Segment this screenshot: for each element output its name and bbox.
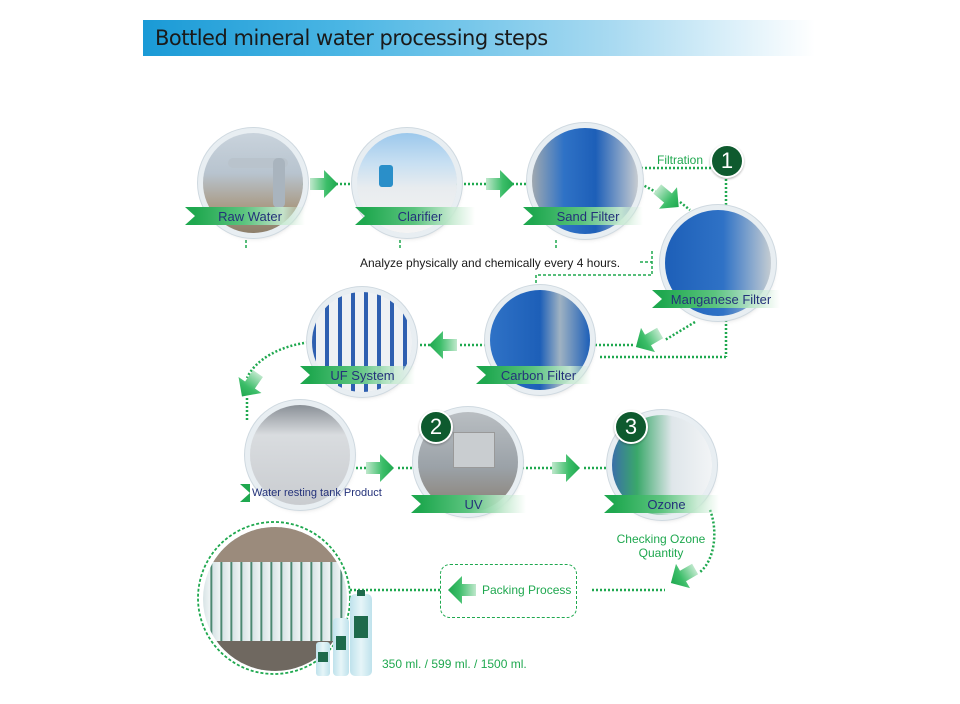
packing-process-box — [440, 564, 577, 618]
label-water-resting-tank: Water resting tank Product — [240, 484, 382, 502]
step-badge-3: 3 — [614, 410, 648, 444]
label-uv: UV — [411, 495, 526, 513]
arrow-down-right-icon — [653, 184, 679, 209]
analysis-note: Analyze physically and chemically every … — [360, 256, 621, 270]
step-badge-1: 1 — [710, 144, 744, 178]
label-raw-water: Raw Water — [185, 207, 305, 225]
packing-process-label: Packing Process — [482, 583, 572, 597]
connector-line — [640, 182, 657, 194]
label-clarifier: Clarifier — [355, 207, 475, 225]
label-sand-filter: Sand Filter — [523, 207, 643, 225]
checking-ozone-note: Checking Ozone Quantity — [616, 532, 706, 560]
arrow-down-left-icon — [670, 563, 699, 589]
bottle-1500ml — [350, 590, 372, 676]
analysis-connector — [535, 250, 653, 290]
uv-control-panel — [453, 432, 495, 468]
page-title: Bottled mineral water processing steps — [155, 26, 548, 50]
arrow-down-left-icon — [635, 327, 664, 353]
connector-line — [679, 201, 691, 211]
title-banner: Bottled mineral water processing steps — [143, 20, 815, 56]
station-water-resting-tank — [250, 405, 350, 505]
flow-arrows — [238, 170, 699, 604]
arrow-right-icon — [310, 170, 338, 198]
bottle-line-photo — [203, 527, 347, 671]
label-uf-system: UF System — [300, 366, 415, 384]
bottle-599ml — [333, 618, 349, 676]
conveyor-graphic — [203, 527, 347, 562]
bottle-350ml — [316, 642, 330, 676]
arrow-right-icon — [486, 170, 514, 198]
connector-line — [664, 320, 696, 342]
connector-curve — [245, 340, 313, 379]
filtration-label: Filtration — [657, 153, 704, 167]
step-badge-2: 2 — [419, 410, 453, 444]
arrow-left-icon — [448, 576, 476, 604]
arrow-down-left-icon — [238, 370, 263, 397]
label-manganese-filter: Manganese Filter — [652, 290, 780, 308]
tank-graphic — [379, 165, 393, 187]
arrow-left-icon — [429, 331, 457, 359]
label-carbon-filter: Carbon Filter — [476, 366, 591, 384]
bottle-sizes-label: 350 ml. / 599 ml. / 1500 ml. — [382, 657, 527, 671]
pipe-graphic — [273, 158, 285, 208]
arrow-right-icon — [366, 454, 394, 482]
pipe-graphic — [228, 158, 288, 168]
water-resting-tank-photo — [250, 405, 350, 505]
connector-curve — [699, 509, 716, 573]
label-ozone: Ozone — [604, 495, 719, 513]
arrow-right-icon — [552, 454, 580, 482]
